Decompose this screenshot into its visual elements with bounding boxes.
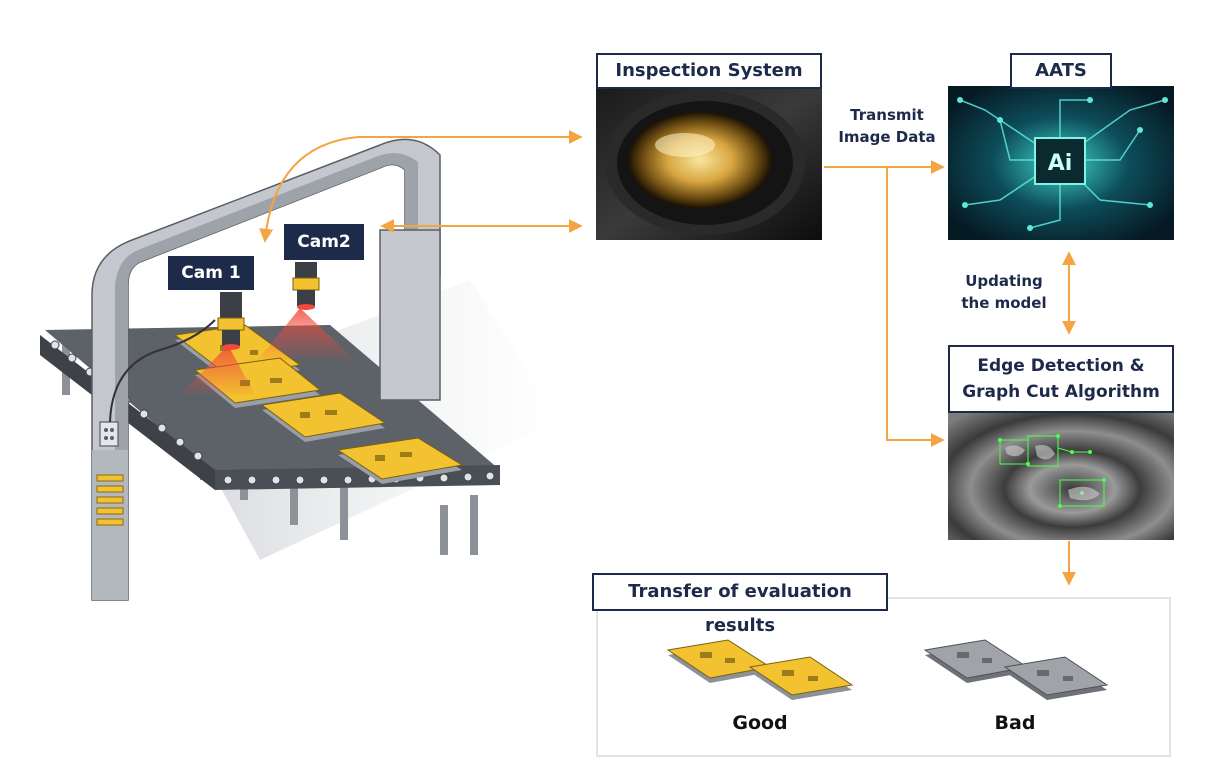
updating-model-caption: Updating the model bbox=[944, 270, 1064, 314]
transmit-image-data-caption: Transmit Image Data bbox=[828, 104, 946, 148]
bad-label: Bad bbox=[994, 712, 1036, 734]
good-pcb-stack bbox=[666, 639, 854, 700]
inspection-lens-image bbox=[596, 86, 822, 240]
aats-ai-image: Ai bbox=[948, 86, 1174, 240]
cam1-laser-beam bbox=[180, 345, 255, 395]
aats-title: AATS bbox=[1010, 53, 1112, 89]
camera-cable bbox=[109, 319, 216, 423]
gantry-frame bbox=[91, 138, 441, 601]
cam1-device bbox=[217, 292, 245, 350]
cam2-laser-beam bbox=[258, 308, 355, 360]
cam2-device bbox=[292, 262, 320, 310]
conveyor-machine-illustration bbox=[40, 138, 560, 601]
updating-line1: Updating bbox=[965, 272, 1043, 290]
cam2-label: Cam2 bbox=[284, 224, 364, 260]
transfer-results-title: Transfer of evaluation results bbox=[592, 573, 888, 636]
flow-arrows bbox=[259, 130, 1076, 586]
transmit-line2: Image Data bbox=[838, 128, 936, 146]
ai-chip-text: Ai bbox=[1048, 151, 1073, 176]
edge-detection-title: Edge Detection & Graph Cut Algorithm bbox=[948, 345, 1174, 413]
inspection-system-title: Inspection System bbox=[596, 53, 822, 89]
edge-line2: Graph Cut Algorithm bbox=[962, 382, 1160, 402]
transmit-line1: Transmit bbox=[850, 106, 924, 124]
pcb-board bbox=[260, 392, 387, 442]
arrow-to-cam1 bbox=[259, 136, 359, 243]
bad-pcb-stack bbox=[923, 639, 1109, 700]
edge-line1: Edge Detection & bbox=[977, 356, 1145, 376]
ai-chip bbox=[1034, 137, 1086, 185]
cam1-label: Cam 1 bbox=[168, 256, 254, 290]
updating-line2: the model bbox=[961, 294, 1047, 312]
vent-slots bbox=[96, 474, 124, 526]
pcb-board bbox=[336, 437, 464, 484]
control-box bbox=[99, 421, 119, 447]
arrow-transmit-to-edge bbox=[886, 167, 945, 447]
conveyor-pcb-boards bbox=[173, 324, 464, 484]
good-label: Good bbox=[732, 712, 788, 734]
edge-detection-image bbox=[948, 412, 1174, 540]
